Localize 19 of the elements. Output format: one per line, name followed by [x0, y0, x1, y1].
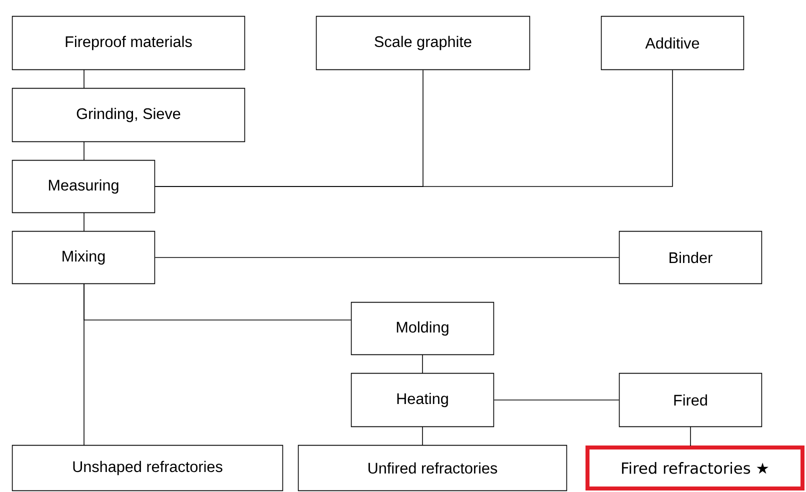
process-box: Scale graphite	[316, 16, 530, 70]
process-box: Grinding, Sieve	[12, 88, 246, 142]
process-box: Unfired refractories	[298, 444, 568, 492]
process-box: Heating	[350, 372, 494, 428]
process-box: Additive	[600, 16, 744, 70]
connector-line	[154, 70, 673, 187]
connector-line	[154, 257, 620, 258]
process-box: Fireproof materials	[12, 16, 246, 70]
connector-line	[690, 426, 691, 446]
connector-line	[422, 354, 423, 374]
connector-line	[422, 426, 423, 446]
process-box: Measuring	[12, 160, 156, 214]
connector-line	[84, 284, 352, 320]
process-box: Molding	[350, 302, 494, 356]
process-box: Mixing	[12, 230, 156, 284]
process-box: Binder	[618, 230, 762, 284]
process-box: Unshaped refractories	[12, 444, 284, 492]
process-box: Fired refractories ★	[586, 446, 804, 490]
process-box: Fired	[618, 372, 762, 428]
